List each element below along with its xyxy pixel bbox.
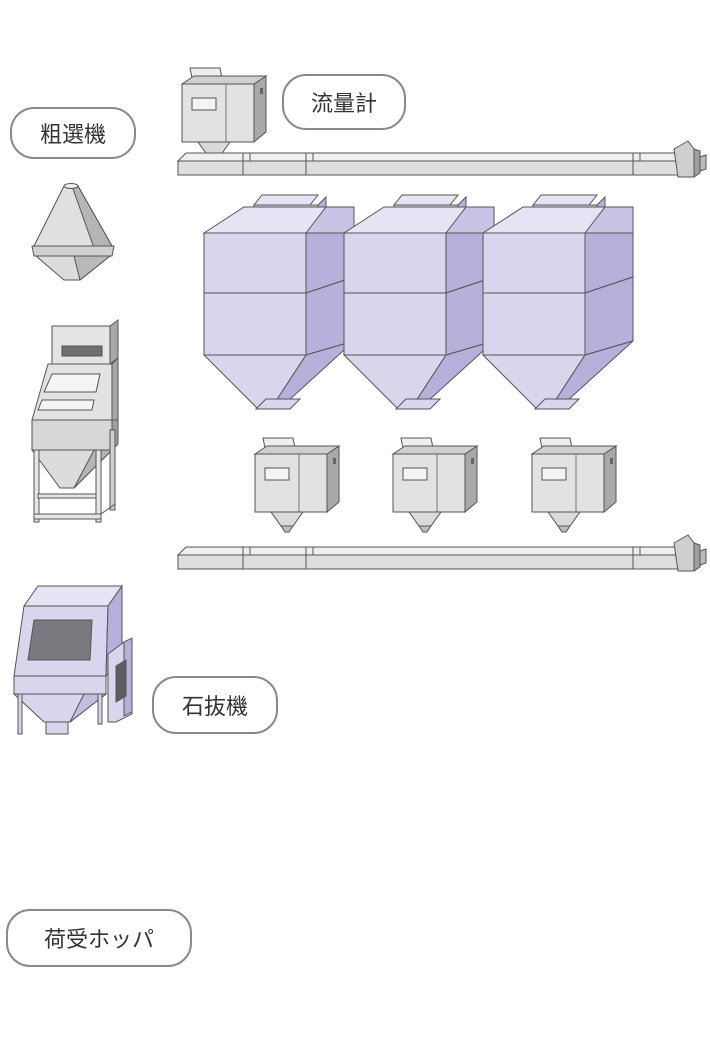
weigher-icon-1	[254, 437, 340, 533]
silo-icon-2	[343, 194, 495, 410]
destoner-label: 石抜機	[152, 676, 278, 734]
silo-icon-3	[482, 194, 634, 410]
flowmeter-icon	[181, 67, 267, 163]
top-conveyor-icon	[177, 140, 707, 178]
sorter-machine-icon	[31, 319, 119, 523]
weigher-icon-3	[531, 437, 617, 533]
flowmeter-label: 流量計	[282, 74, 406, 130]
weigher-icon-2	[392, 437, 478, 533]
receiving-hopper-label: 荷受ホッパ	[6, 909, 192, 967]
rough-sorter-icon	[31, 183, 115, 281]
destoner-icon	[12, 584, 133, 735]
bottom-conveyor-icon	[177, 534, 707, 572]
rough-sorter-label: 粗選機	[10, 107, 136, 159]
silo-icon-1	[203, 194, 355, 410]
